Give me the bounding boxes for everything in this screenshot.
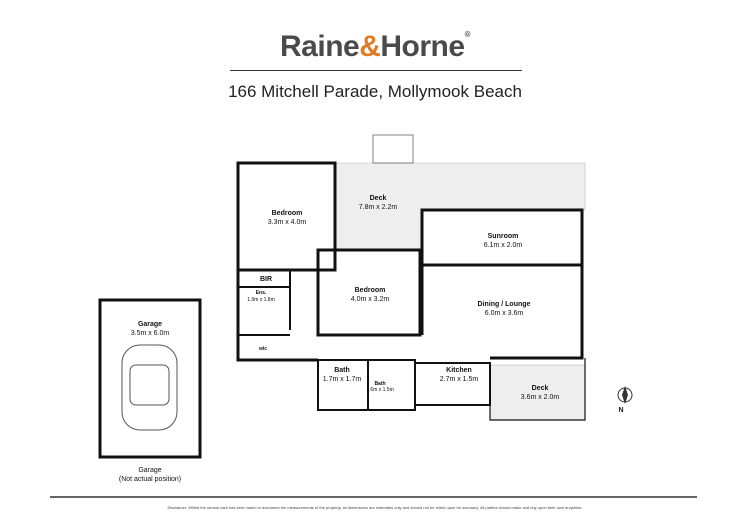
garage-walls: [98, 298, 202, 459]
room-name: Dining / Lounge: [478, 301, 531, 308]
room-name: Sunroom: [488, 233, 519, 240]
ensuite-walls: [238, 270, 291, 336]
logo-ampersand: &: [359, 30, 381, 63]
room-name: Bedroom: [355, 287, 386, 294]
room-size: 6.1m x 2.0m: [484, 242, 523, 249]
room-size: 3.6m x 2.0m: [521, 394, 560, 401]
walls: [98, 161, 586, 459]
deck2-rail: [489, 358, 586, 421]
brand-logo: Raine&Horne®: [0, 30, 750, 64]
dining-walls: [420, 265, 584, 360]
compass: N: [617, 386, 633, 414]
room-size: 3.5m x 6.0m: [131, 330, 170, 337]
disclaimer: Disclaimer: Whilst the utmost care has b…: [167, 505, 583, 510]
room-size: 3.3m x 4.0m: [268, 219, 307, 226]
bedroom1-walls: [236, 161, 337, 272]
stairs: [372, 134, 414, 164]
property-address: 166 Mitchell Parade, Mollymook Beach: [228, 82, 522, 101]
room-size: 7.8m x 2.2m: [359, 204, 398, 211]
room-name: Bath: [334, 367, 350, 374]
decks: [334, 134, 586, 421]
compass-label: N: [618, 407, 623, 414]
compass-needle: [622, 386, 628, 404]
room-size: 6.0m x 3.6m: [485, 310, 524, 317]
room-name: BIR: [260, 276, 272, 283]
logo-reg: ®: [464, 30, 471, 39]
room-size: 1.7m x 1.7m: [323, 376, 362, 383]
bedroom2-walls: [316, 248, 422, 337]
room-name: wic: [258, 346, 267, 352]
room-size: 1.9m x 1.8m: [247, 297, 275, 303]
room-labels: Bedroom 3.3m x 4.0m Deck 7.8m x 2.2m Sun…: [119, 195, 560, 483]
west-wall: [236, 270, 318, 362]
footer-divider: [50, 496, 697, 498]
room-name: Bath: [374, 381, 385, 387]
room-name: Bedroom: [272, 210, 303, 217]
car-roof: [129, 364, 170, 406]
room-size: 1.6m x 1.5m: [366, 387, 394, 393]
room-name: Garage: [138, 321, 162, 328]
car: [121, 344, 178, 431]
room-size: 2.7m x 1.5m: [440, 376, 479, 383]
deck-small: [489, 364, 586, 421]
sunroom-walls: [420, 208, 584, 267]
car-icon: [121, 344, 178, 431]
garage-note: (Not actual position): [119, 476, 181, 483]
logo-text-2: Horne: [380, 30, 465, 63]
logo-text: Raine: [280, 30, 360, 63]
header-divider: [230, 70, 522, 71]
room-size: 4.0m x 3.2m: [351, 296, 390, 303]
room-name: Deck: [532, 385, 549, 392]
room-name: Deck: [370, 195, 387, 202]
garage-caption: Garage: [138, 467, 161, 474]
room-name: Kitchen: [446, 367, 472, 374]
room-name: Ens.: [256, 290, 267, 296]
bath-walls: [317, 359, 416, 411]
